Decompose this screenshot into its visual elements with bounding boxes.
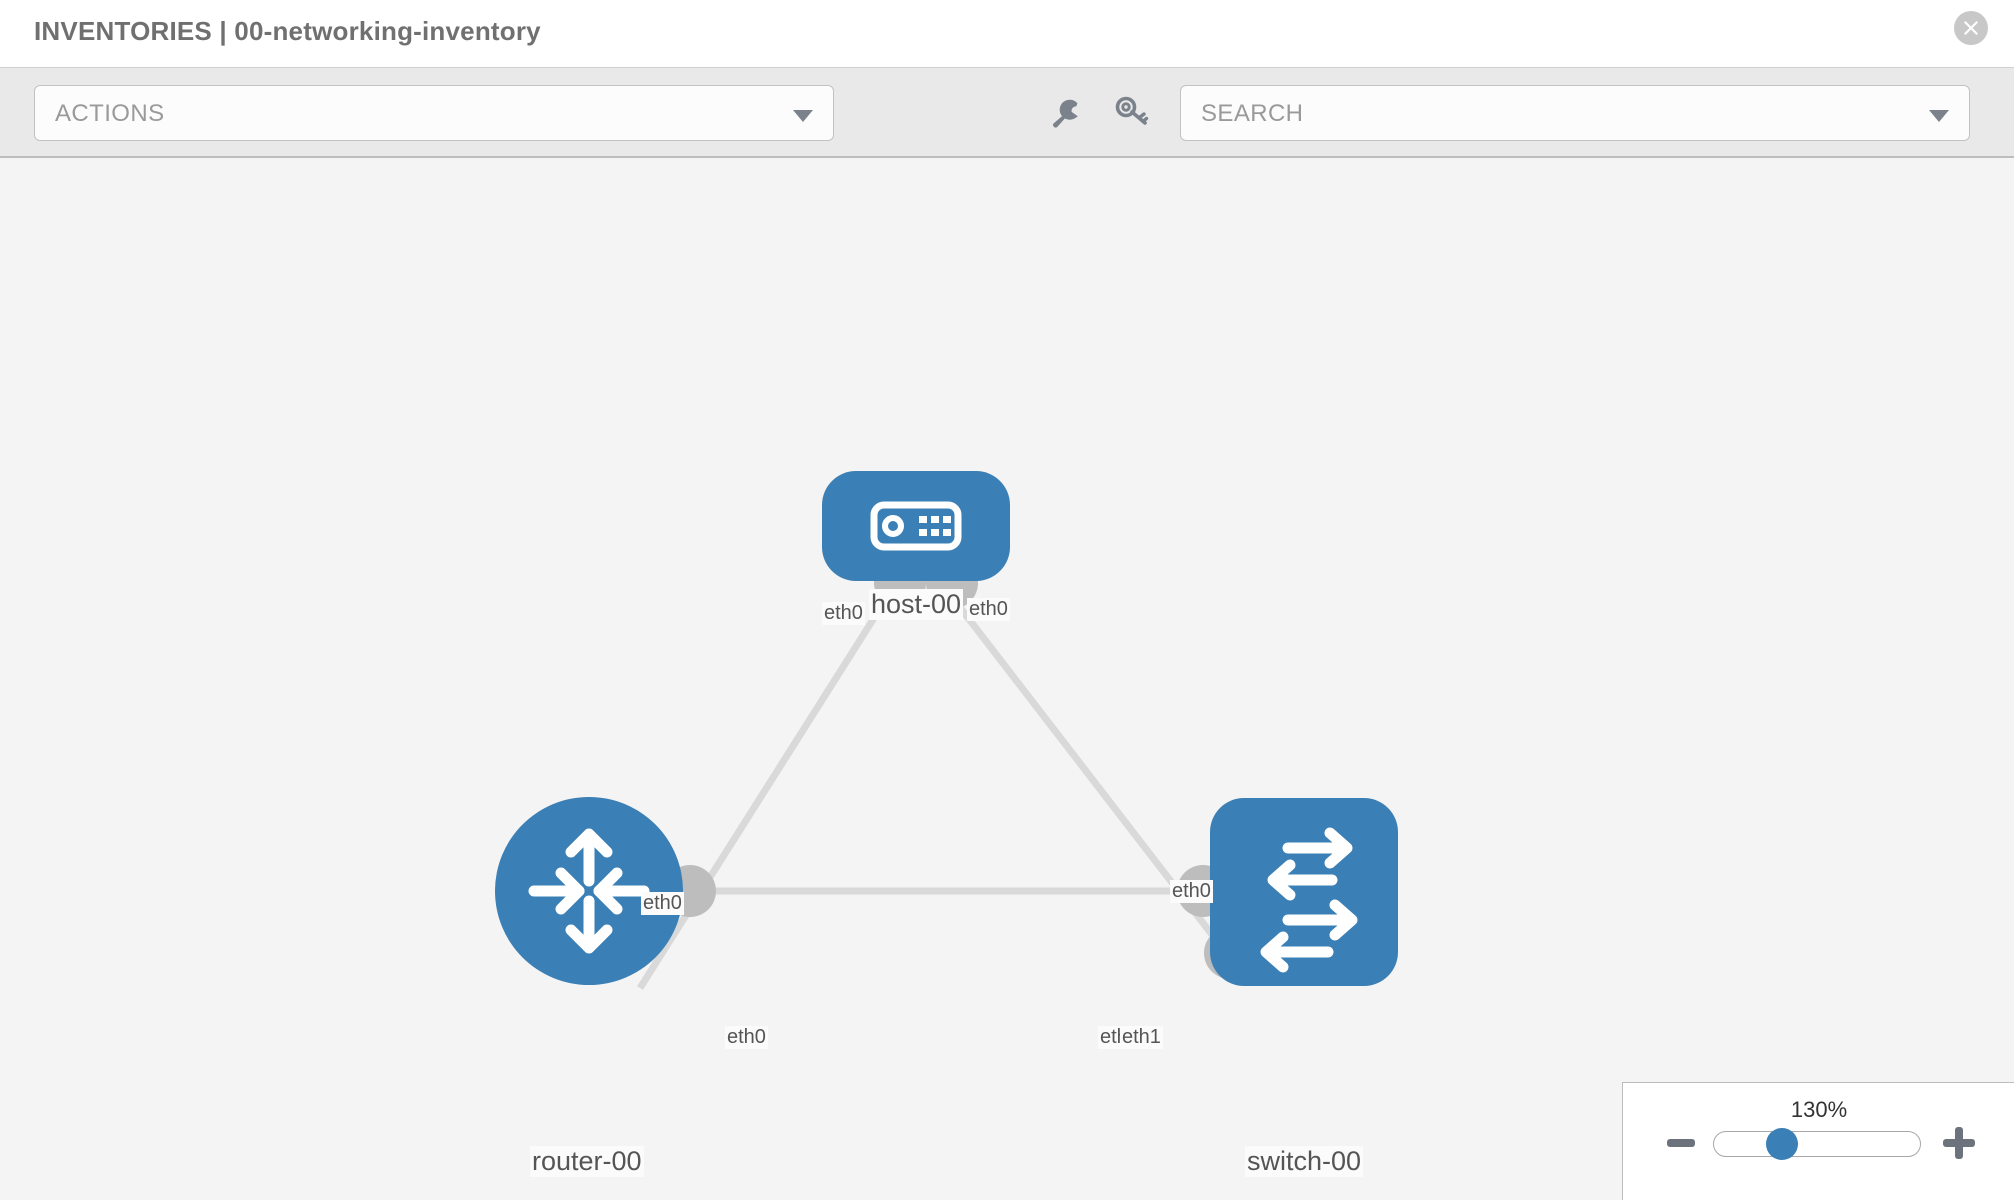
iface-label: eth0	[641, 892, 684, 915]
zoom-slider-thumb[interactable]	[1766, 1128, 1798, 1160]
iface-label: eth0	[725, 1026, 768, 1049]
zoom-percent-label: 130%	[1790, 1097, 1848, 1122]
link-host-router	[637, 586, 896, 990]
actions-dropdown-label: ACTIONS	[55, 100, 165, 127]
topology-canvas[interactable]: eth0 eth0 eth0 eth0 eth0 eth0 eth1 host-…	[0, 158, 2014, 1200]
switch-arrows-icon	[1260, 827, 1358, 973]
node-host-00[interactable]	[822, 471, 1010, 581]
zoom-out-button[interactable]	[1667, 1139, 1695, 1147]
iface-label: eth0	[1170, 880, 1213, 903]
zoom-in-button[interactable]	[1943, 1127, 1975, 1159]
iface-label: eth1	[1120, 1026, 1163, 1049]
actions-dropdown[interactable]: ACTIONS	[34, 85, 834, 141]
search-input[interactable]: SEARCH	[1180, 85, 1970, 141]
zoom-slider-track[interactable]	[1713, 1131, 1921, 1157]
toolbar: ACTIONS SEARCH	[0, 68, 2014, 158]
chevron-down-icon	[793, 110, 813, 122]
chevron-down-icon[interactable]	[1929, 110, 1949, 122]
node-label-router-00: router-00	[530, 1146, 644, 1177]
key-icon[interactable]	[1112, 92, 1152, 132]
zoom-control-panel: 130%	[1622, 1082, 2014, 1200]
server-icon	[870, 501, 962, 551]
iface-label: eth0	[967, 598, 1010, 621]
node-router-00[interactable]	[495, 797, 683, 985]
wrench-icon[interactable]	[1044, 92, 1084, 132]
node-label-switch-00: switch-00	[1245, 1146, 1364, 1177]
iface-label: eth0	[822, 602, 865, 625]
topology-graph	[495, 471, 1398, 990]
router-arrows-icon	[528, 828, 650, 954]
page-title: INVENTORIES | 00-networking-inventory	[34, 16, 541, 46]
close-icon[interactable]	[1954, 11, 1988, 45]
node-switch-00[interactable]	[1210, 798, 1398, 986]
page-header: INVENTORIES | 00-networking-inventory	[0, 0, 2014, 68]
search-placeholder: SEARCH	[1201, 100, 1304, 127]
node-label-host-00: host-00	[869, 589, 964, 620]
